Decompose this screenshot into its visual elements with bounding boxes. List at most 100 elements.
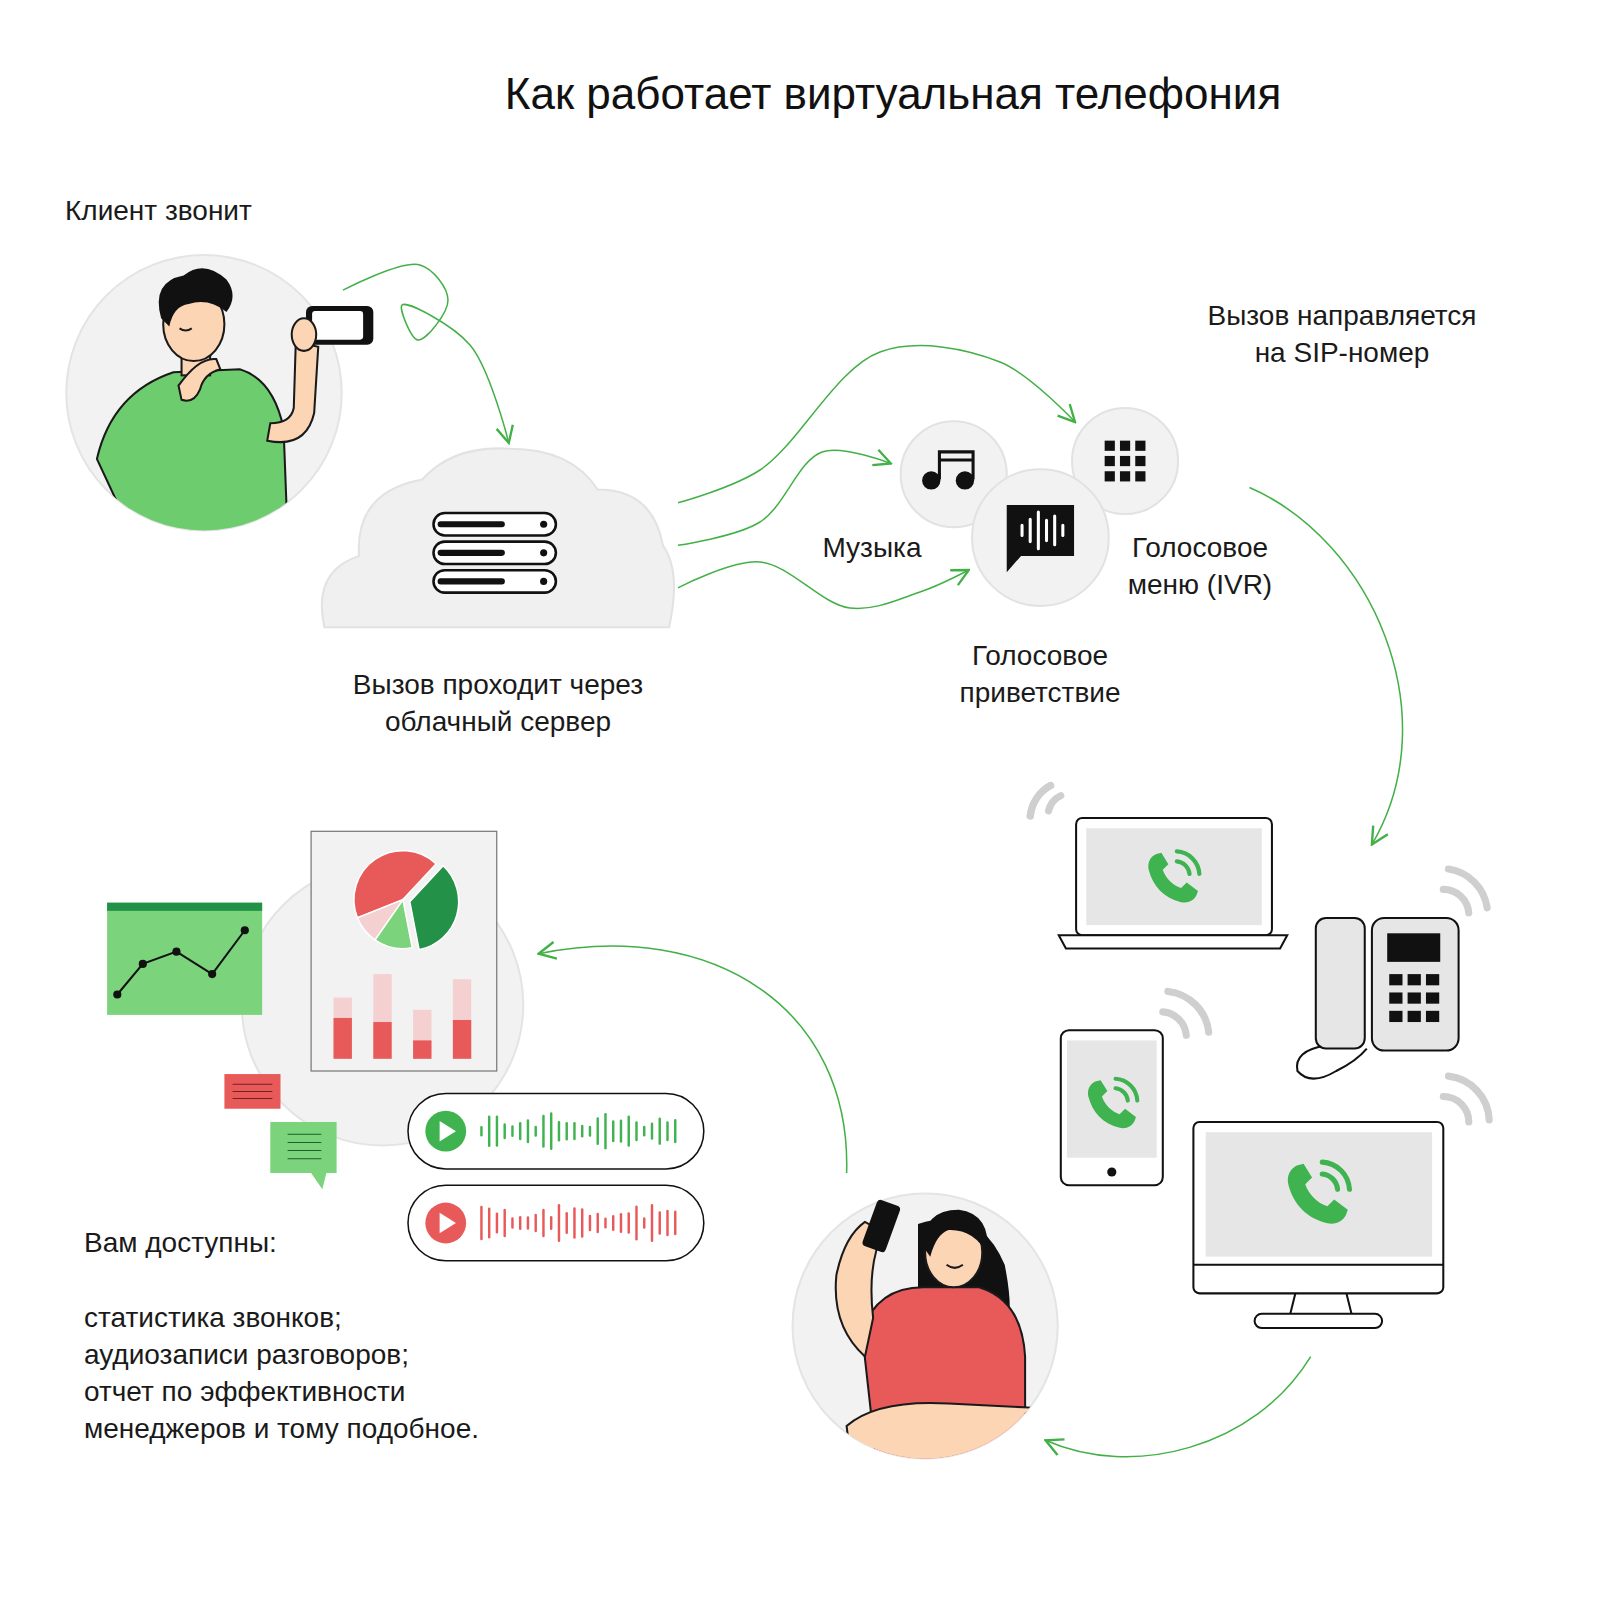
smartphone	[1107, 1167, 1116, 1176]
report-illustration	[410, 866, 459, 950]
step-label: Голосовое меню (IVR)	[1125, 530, 1275, 604]
desktop-monitor	[1193, 1122, 1443, 1328]
report-illustration	[354, 851, 459, 950]
manager-figure	[947, 1265, 963, 1268]
report-illustration	[542, 1116, 544, 1146]
laptop	[1059, 935, 1287, 948]
desk-phone	[1389, 974, 1439, 1022]
report-illustration	[488, 1209, 490, 1238]
desktop-monitor	[1193, 1122, 1443, 1293]
illustration	[66, 255, 1489, 1469]
signal-waves	[1443, 889, 1469, 912]
desk-phone	[1389, 992, 1402, 1003]
step-label: Музыка	[807, 530, 937, 567]
report-illustration	[413, 1040, 431, 1058]
keypad-icon	[1120, 441, 1130, 451]
report-illustration	[288, 1134, 322, 1158]
report-illustration	[503, 1210, 505, 1236]
report-illustration	[674, 1120, 676, 1142]
smartphone	[1061, 1030, 1163, 1185]
report-illustration	[511, 1218, 513, 1227]
report-illustration	[311, 831, 497, 1071]
list-item: аудиозаписи разговоров;	[84, 1337, 514, 1374]
report-illustration	[596, 1119, 598, 1144]
cloud-server	[322, 448, 674, 627]
report-illustration	[373, 1022, 391, 1059]
desk-phone	[1372, 918, 1459, 1051]
report-illustration	[620, 1214, 622, 1231]
client-figure	[179, 359, 221, 401]
report-illustration	[589, 1216, 591, 1230]
desk-phone	[1426, 1011, 1439, 1022]
cloud-server	[441, 524, 502, 581]
report-illustration	[581, 1126, 583, 1136]
step-label: Голосовое приветствие	[940, 638, 1140, 712]
diagram-title: Как работает виртуальная телефония	[393, 68, 1393, 121]
report-illustration	[496, 1214, 498, 1233]
report-illustration	[527, 1217, 529, 1228]
flow-arrow	[678, 346, 1075, 503]
music-icon	[956, 471, 974, 489]
report-illustration	[425, 1111, 466, 1152]
desk-phone	[1408, 974, 1421, 985]
report-illustration	[550, 1217, 552, 1228]
report-illustration	[643, 1219, 645, 1228]
client-figure	[66, 255, 373, 536]
desk-phone	[1297, 918, 1459, 1079]
signal-waves	[1030, 785, 1050, 816]
report-illustration	[534, 1215, 536, 1231]
report-illustration	[558, 1205, 560, 1241]
step-label: Вызов проходит через облачный сервер	[318, 667, 678, 741]
report-illustration	[413, 1010, 431, 1059]
desktop-monitor	[1255, 1314, 1383, 1328]
keypad-icon	[1120, 456, 1130, 466]
report-illustration	[107, 831, 704, 1260]
cloud-server	[540, 549, 547, 556]
desk-phone	[1389, 1011, 1402, 1022]
list-item: статистика звонков;	[84, 1300, 514, 1337]
report-illustration	[604, 1219, 606, 1228]
flow-arrow	[1250, 488, 1403, 845]
report-illustration	[666, 1211, 668, 1235]
step-circle: Клиент звонит	[67, 257, 343, 533]
report-illustration	[596, 1214, 598, 1232]
report-illustration	[408, 1093, 704, 1168]
voice-icon	[972, 469, 1109, 606]
report-illustration	[408, 1185, 704, 1260]
report-illustration	[635, 1122, 637, 1140]
report-illustration	[117, 930, 244, 994]
voice-icon	[1022, 512, 1063, 549]
manager-figure	[861, 1199, 901, 1253]
keypad-icon	[1105, 471, 1115, 481]
client-figure	[97, 349, 288, 536]
report-illustration	[224, 1074, 280, 1109]
client-figure	[292, 318, 316, 351]
voice-icon	[972, 469, 1109, 606]
step-label: Клиент звонит	[65, 193, 385, 230]
report-illustration	[534, 1127, 536, 1136]
report-illustration	[659, 1212, 661, 1233]
desktop-monitor	[1290, 1293, 1351, 1313]
flow-arrow	[343, 264, 509, 443]
report-illustration	[674, 1212, 676, 1234]
report-illustration	[208, 970, 216, 978]
laptop	[1148, 851, 1199, 902]
report-illustration	[612, 1121, 614, 1140]
cloud-server	[540, 578, 547, 585]
client-figure	[159, 268, 233, 326]
report-illustration	[589, 1127, 591, 1136]
report-illustration	[334, 1018, 352, 1059]
report-illustration	[496, 1117, 498, 1146]
desk-phone	[1408, 1011, 1421, 1022]
cloud-server	[322, 448, 674, 627]
desktop-monitor	[1206, 1132, 1432, 1256]
report-illustration	[612, 1216, 614, 1230]
feature-list: Вам доступны:статистика звонков;аудиозап…	[84, 1225, 514, 1448]
keypad-icon	[1105, 456, 1115, 466]
smartphone	[1088, 1079, 1137, 1128]
report-illustration	[270, 1122, 336, 1189]
client-figure	[180, 328, 192, 330]
cloud-node: Вызов проходит через облачный сервер	[318, 445, 678, 749]
report-illustration	[113, 990, 121, 998]
report-illustration	[480, 1127, 482, 1135]
